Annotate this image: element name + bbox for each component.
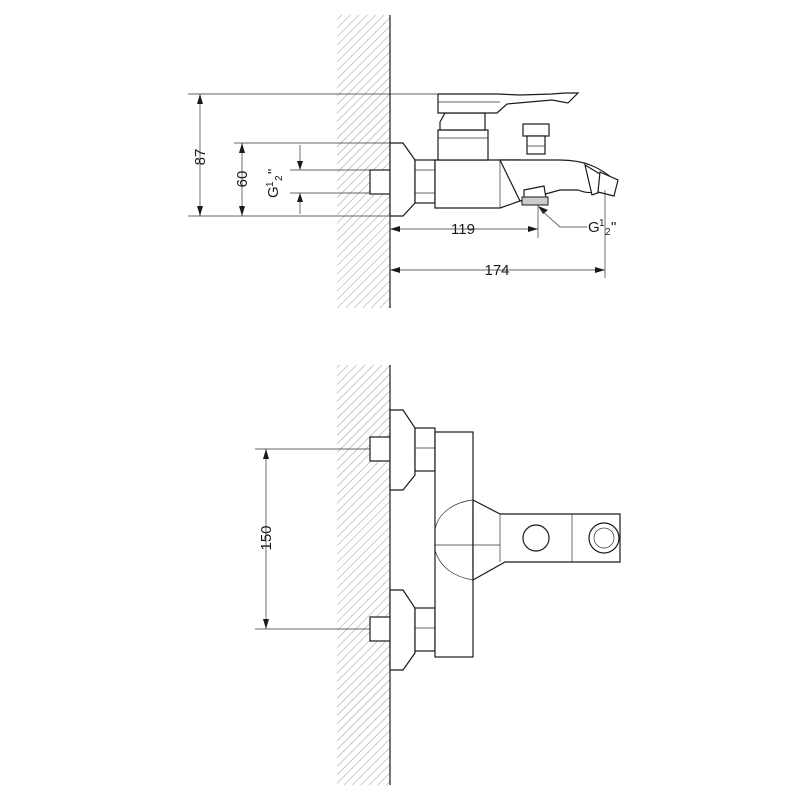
spout-end-front [588, 522, 620, 554]
thread-outlet-mark: " [611, 219, 616, 236]
dimension-87: 87 [192, 94, 209, 216]
thread-inlet-g: G [265, 186, 282, 198]
side-view: 87 60 G 1 2 " 119 [188, 15, 619, 308]
front-view: 150 [255, 365, 621, 785]
dimension-60-label: 60 [234, 171, 251, 188]
dimension-60: 60 [234, 143, 251, 216]
dimension-119-label: 119 [451, 221, 475, 238]
dimension-150-label: 150 [258, 525, 275, 550]
thread-outlet-sub: 2 [605, 227, 611, 238]
wall-section-side [337, 15, 390, 308]
thread-outlet-sup: 1 [599, 218, 605, 229]
dimension-119: 119 [390, 221, 538, 238]
dimension-87-label: 87 [192, 149, 209, 166]
wall-fitting-lower [369, 589, 436, 671]
dimension-150: 150 [258, 449, 275, 629]
mixer-body-side [434, 92, 580, 209]
shower-outlet-side [521, 185, 549, 206]
diverter-knob-front [522, 524, 550, 552]
dimension-174-label: 174 [484, 262, 509, 279]
thread-inlet-mark: " [265, 169, 282, 174]
wall-fitting-upper [369, 409, 436, 491]
thread-outlet-g: G [588, 219, 600, 236]
dimension-174: 174 [390, 262, 605, 279]
thread-inlet-sub: 2 [274, 175, 285, 181]
thread-outlet: G 1 2 " [538, 206, 616, 238]
wall-fitting-side [369, 142, 436, 217]
thread-inlet: G 1 2 " [265, 145, 303, 214]
thread-inlet-sup: 1 [265, 181, 276, 187]
spout-side [499, 159, 619, 202]
wall-section-front [337, 365, 390, 785]
